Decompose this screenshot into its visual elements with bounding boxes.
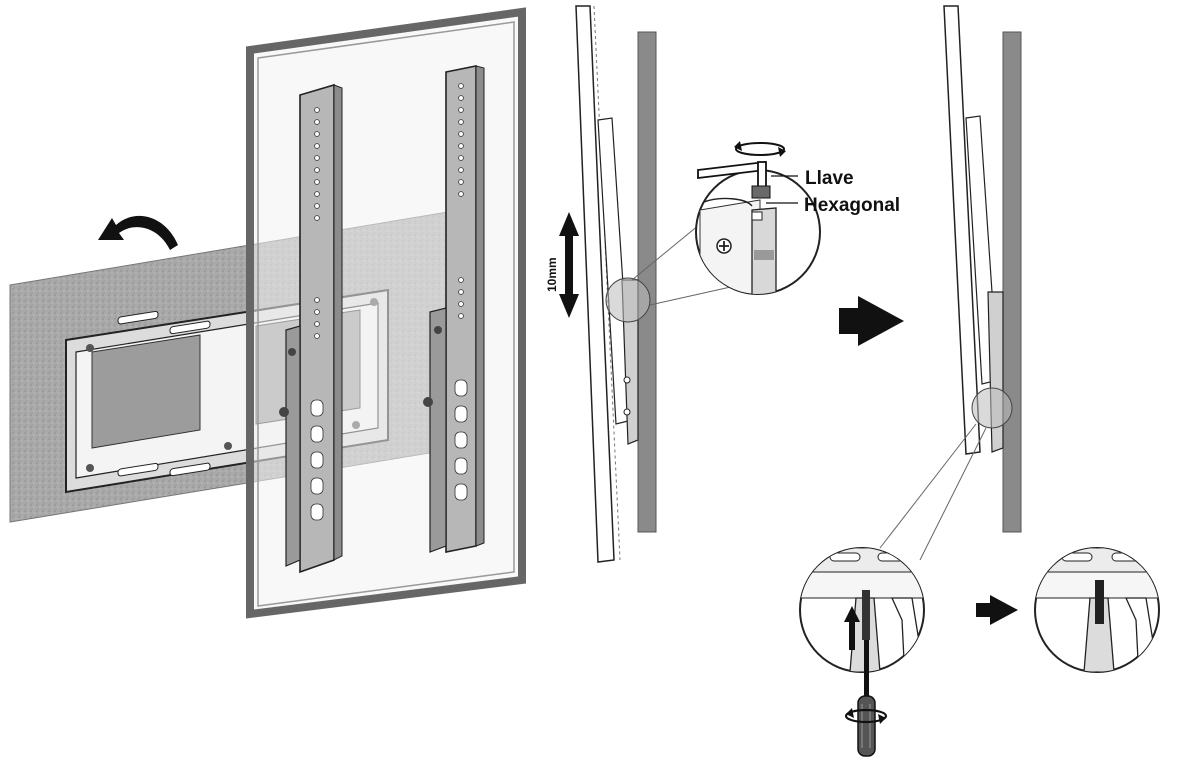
tv-side-profile-final	[943, 5, 981, 455]
rotation-icon-bottom	[844, 708, 888, 724]
double-arrow-icon	[559, 212, 579, 318]
detail-zoom-hex-key	[695, 141, 821, 295]
tv-bracket-arm-left	[279, 83, 343, 574]
right-arrow-icon	[833, 296, 904, 346]
right-arrow-icon-small	[972, 595, 1018, 625]
hex-key-label-line1: Llave	[805, 168, 854, 189]
wall-section-final	[1002, 31, 1022, 533]
panel-side-view-adjust: 10mm	[545, 5, 900, 563]
detail-zoom-screw-before	[799, 547, 925, 673]
up-arrow-icon	[844, 606, 860, 650]
panel-side-view-final	[879, 5, 1022, 561]
detail-marker-bottom	[971, 387, 1013, 429]
hex-key-label-line2: Hexagonal	[804, 195, 900, 216]
tv-bracket-arm-right	[423, 65, 485, 553]
hex-key-icon	[697, 160, 771, 199]
rotate-arrow-icon	[98, 215, 178, 250]
gap-label: 10mm	[545, 257, 559, 292]
tv-side-profile	[575, 5, 615, 563]
panel-wall-and-tv	[9, 7, 526, 619]
detail-marker-top	[605, 277, 651, 323]
rotation-icon	[734, 141, 786, 157]
detail-zoom-screw-after	[1034, 547, 1160, 673]
